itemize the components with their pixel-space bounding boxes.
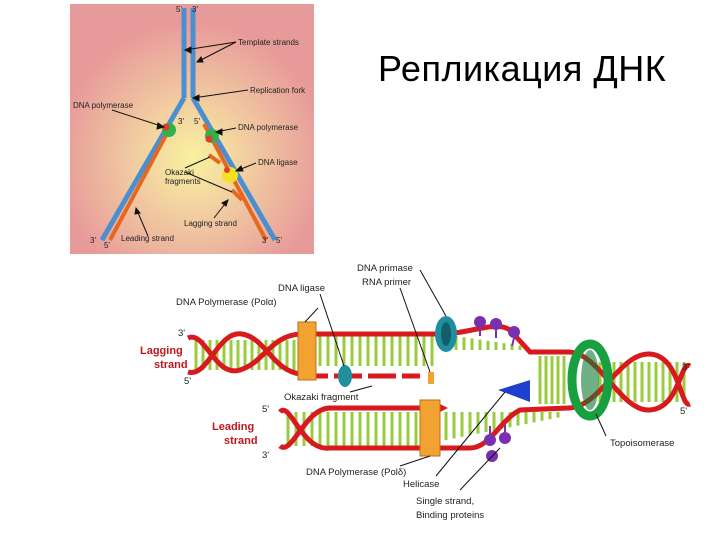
label-dna-ligase: DNA ligase — [278, 283, 325, 294]
end-label: 5' — [276, 236, 282, 245]
label-leading-2: strand — [224, 435, 258, 447]
topoisomerase-icon — [567, 339, 613, 421]
label-replication-fork: Replication fork — [250, 86, 306, 95]
new-strands — [108, 123, 268, 241]
label-okazaki-1: Okazaki — [165, 168, 194, 177]
polymerase-delta-icon — [419, 399, 441, 457]
label-okazaki-2: fragments — [165, 177, 201, 186]
label-ssb-1: Single strand, — [416, 496, 474, 507]
label-ssb-2: Binding proteins — [416, 510, 484, 521]
label-lagging-1: Lagging — [140, 345, 183, 357]
label-topoisomerase: Topoisomerase — [610, 438, 674, 449]
end-label: 3' — [178, 117, 184, 126]
end-label: 3' — [682, 362, 689, 373]
label-leading-1: Leading — [212, 421, 254, 433]
leading-strand-helix — [278, 405, 569, 451]
end-label: 5' — [262, 404, 269, 415]
end-label: 3' — [262, 450, 269, 461]
label-lagging-strand-top: Lagging strand — [184, 219, 237, 228]
end-label: 3' — [262, 236, 268, 245]
label-pol-delta: DNA Polymerase (Polδ) — [306, 467, 406, 478]
end-label: 3' — [178, 328, 185, 339]
ligase-icon — [338, 365, 352, 387]
label-leading-strand-top: Leading strand — [121, 234, 174, 243]
end-label: 3' — [90, 236, 96, 245]
label-template-strands: Template strands — [238, 38, 299, 47]
end-label: 5' — [184, 376, 191, 387]
label-okazaki-fragment: Okazaki fragment — [284, 392, 359, 403]
rna-primer-icon — [428, 372, 434, 384]
label-rna-primer: RNA primer — [362, 277, 411, 288]
label-pol-alpha: DNA Polymerase (Polα) — [176, 297, 277, 308]
end-label: 5' — [680, 406, 687, 417]
label-dna-polymerase-right: DNA polymerase — [238, 123, 299, 132]
end-label: 5' — [104, 241, 110, 250]
label-dna-polymerase-left: DNA polymerase — [73, 101, 134, 110]
end-label: 5' — [194, 117, 200, 126]
label-helicase: Helicase — [403, 479, 439, 490]
helicase-icon — [498, 380, 530, 402]
lagging-strand-helix — [186, 323, 568, 379]
end-label: 5' — [176, 5, 182, 14]
polymerase-alpha-icon — [297, 321, 317, 381]
label-dna-primase: DNA primase — [357, 263, 413, 274]
label-dna-ligase-top: DNA ligase — [258, 158, 298, 167]
page-title: Репликация ДНК — [378, 48, 667, 89]
end-label: 3' — [192, 5, 198, 14]
label-lagging-2: strand — [154, 359, 188, 371]
